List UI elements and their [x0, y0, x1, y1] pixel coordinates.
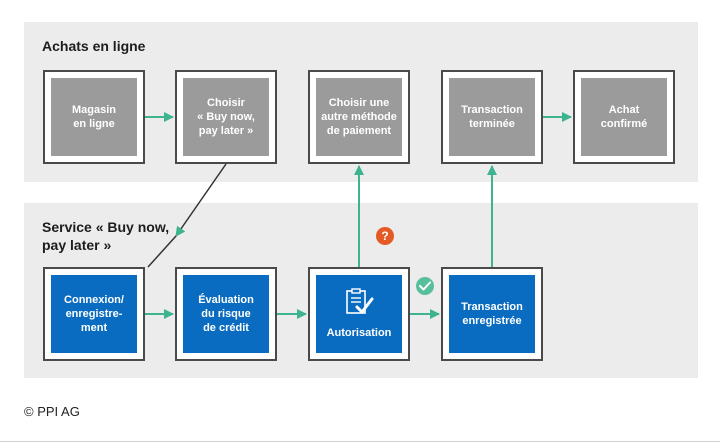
choose-bnpl-label: Choisir « Buy now, pay later » — [183, 78, 269, 156]
footer-divider — [0, 441, 720, 442]
transaction-recorded-box: Transaction enregistrée — [441, 267, 543, 361]
choose-bnpl-box: Choisir « Buy now, pay later » — [175, 70, 277, 164]
line-service-to-login — [147, 235, 177, 268]
credit-risk-box: Évaluation du risque de crédit — [175, 267, 277, 361]
authorization-label: Autorisation — [326, 327, 392, 339]
credit-risk-label: Évaluation du risque de crédit — [183, 275, 269, 353]
transaction-completed-label: Transaction terminée — [449, 78, 535, 156]
purchase-confirmed-box: Achat confirmé — [573, 70, 675, 164]
online-purchase-title: Achats en ligne — [42, 38, 146, 54]
transaction-recorded-label: Transaction enregistrée — [449, 275, 535, 353]
other-payment-label: Choisir une autre méthode de paiement — [316, 78, 402, 156]
online-store-label: Magasin en ligne — [51, 78, 137, 156]
question-icon: ? — [376, 227, 394, 245]
login-registration-label: Connexion/ enregistre- ment — [51, 275, 137, 353]
authorization-box: Autorisation — [308, 267, 410, 361]
checkmark-icon — [416, 277, 434, 295]
arrow-bnpl-to-service — [175, 163, 227, 237]
online-store-box: Magasin en ligne — [43, 70, 145, 164]
copyright-text: © PPI AG — [24, 404, 80, 419]
bnpl-service-title: Service « Buy now, pay later » — [42, 219, 170, 253]
authorization-inner: Autorisation — [316, 275, 402, 353]
purchase-confirmed-label: Achat confirmé — [581, 78, 667, 156]
login-registration-box: Connexion/ enregistre- ment — [43, 267, 145, 361]
clipboard-check-icon — [346, 288, 374, 314]
transaction-completed-box: Transaction terminée — [441, 70, 543, 164]
other-payment-box: Choisir une autre méthode de paiement — [308, 70, 410, 164]
